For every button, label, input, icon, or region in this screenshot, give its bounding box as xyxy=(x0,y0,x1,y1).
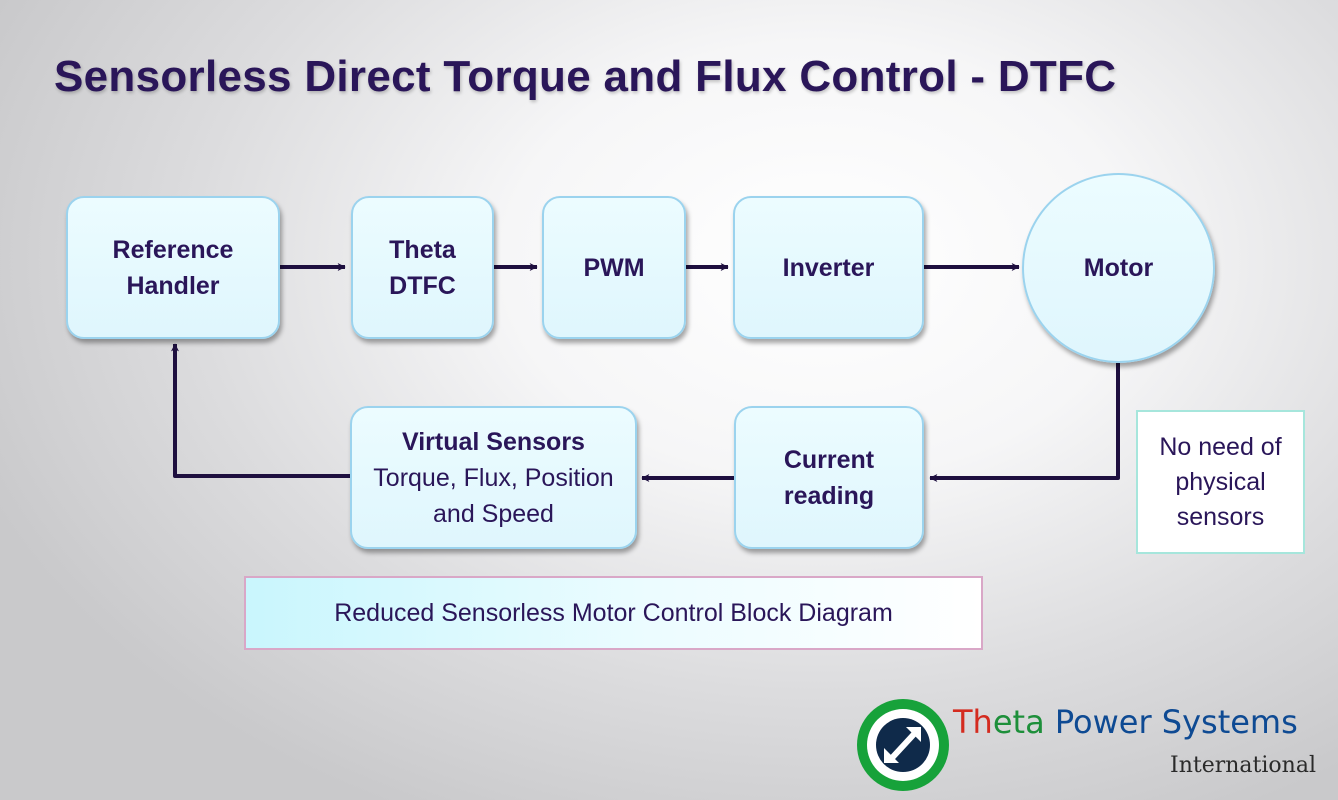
theta-dtfc-line1: Theta xyxy=(389,235,456,264)
current-reading-line1: Current xyxy=(783,445,875,474)
brand-prefix-red: Th xyxy=(953,703,993,741)
virtual-sensors-subtitle-line2: and Speed xyxy=(433,499,554,528)
pwm-label: PWM xyxy=(583,254,645,282)
reference-handler-block: Reference Handler xyxy=(66,196,280,339)
motor-block: Motor xyxy=(1022,173,1215,363)
arrow-logo-icon xyxy=(857,699,949,791)
virtual-sensors-title: Virtual Sensors xyxy=(402,427,585,456)
arrow-motor-to-current xyxy=(929,363,1120,482)
arrow-virtual-to-reference xyxy=(171,343,350,478)
virtual-sensors-subtitle-line1: Torque, Flux, Position xyxy=(373,463,614,492)
reference-handler-line1: Reference xyxy=(112,235,234,264)
virtual-sensors-block: Virtual Sensors Torque, Flux, Position a… xyxy=(350,406,637,549)
brand-rest: Power Systems xyxy=(1044,703,1298,741)
motor-label: Motor xyxy=(1083,254,1154,282)
theta-dtfc-block: Theta DTFC xyxy=(351,196,494,339)
inverter-block: Inverter xyxy=(733,196,924,339)
current-reading-block: Current reading xyxy=(734,406,924,549)
page-title: Sensorless Direct Torque and Flux Contro… xyxy=(54,52,1117,101)
diagram-caption: Reduced Sensorless Motor Control Block D… xyxy=(244,576,983,650)
company-logo: Theta Power Systems International xyxy=(855,697,1338,800)
reference-handler-line2: Handler xyxy=(126,271,220,300)
caption-text: Reduced Sensorless Motor Control Block D… xyxy=(334,598,893,627)
note-line1: No need of xyxy=(1159,432,1282,461)
brand-subtitle: International xyxy=(1170,753,1316,778)
note-line3: sensors xyxy=(1176,502,1265,531)
brand-name: Theta Power Systems xyxy=(953,703,1298,741)
pwm-block: PWM xyxy=(542,196,686,339)
inverter-label: Inverter xyxy=(782,254,875,282)
no-sensors-note: No need of physical sensors xyxy=(1136,410,1305,554)
theta-dtfc-line2: DTFC xyxy=(389,271,456,300)
brand-prefix-green: eta xyxy=(992,703,1045,741)
note-line2: physical xyxy=(1175,467,1266,496)
current-reading-line2: reading xyxy=(783,481,875,510)
